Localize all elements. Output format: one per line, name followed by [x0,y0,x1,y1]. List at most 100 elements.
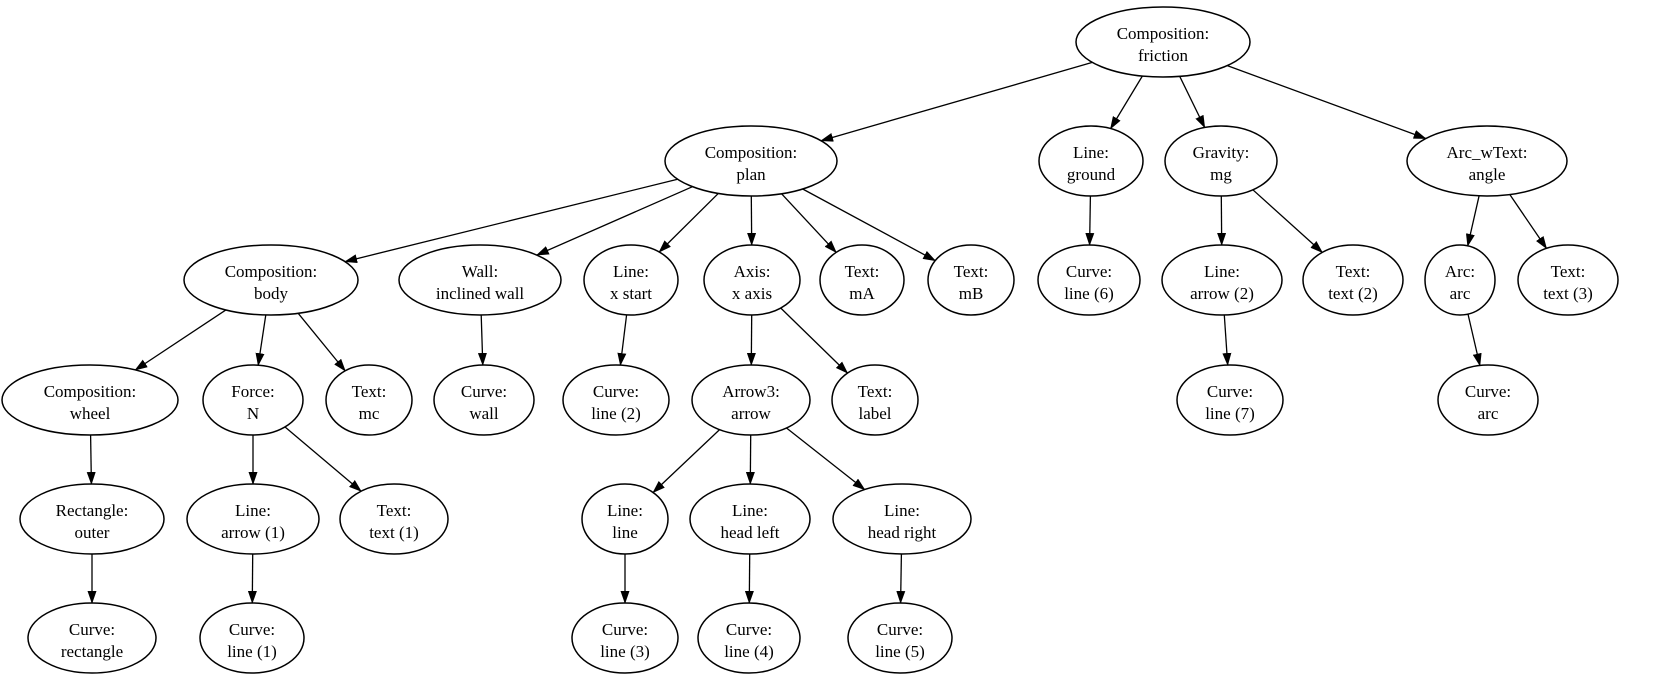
node-label-arrow-1: Line:arrow (1) [221,501,285,542]
node-ellipse-body [183,244,359,316]
node-label-friction: Composition:friction [1117,24,1210,65]
node-label-head-left: Line:head left [721,501,780,542]
node-ellipse-x-start [583,244,679,316]
node-label-force-N: Force:N [231,382,274,423]
node-ellipse-wall [433,364,535,436]
edge-angle-to-arc [1465,195,1480,247]
node-line-2: Curve:line (2) [562,364,670,436]
node-label-text-2: Text:text (2) [1328,262,1378,303]
node-ellipse-mc [325,364,413,436]
node-ellipse-text-3 [1517,244,1619,316]
edge-body-to-force-N [255,314,267,367]
edge-plan-to-mB [802,188,937,262]
node-text-1: Text:text (1) [339,483,449,555]
node-ellipse-wheel [1,364,179,436]
node-line-3: Curve:line (3) [571,602,679,674]
node-ellipse-line-7 [1176,364,1284,436]
edge-x-start-to-line-2 [617,314,628,367]
edge-arc-to-curve-arc [1467,313,1482,367]
node-label-plan: Composition:plan [705,143,798,184]
edge-friction-to-plan [820,61,1093,142]
edge-body-to-mc [297,312,346,372]
node-x-axis: Axis:x axis [703,244,801,316]
node-x-start: Line:x start [583,244,679,316]
edge-body-to-wheel [134,309,227,371]
node-ellipse-rectangle [27,602,157,674]
node-line: Line:line [581,483,669,555]
node-ellipse-arc [1424,244,1496,316]
node-label-inclined-wall: Wall:inclined wall [436,262,525,303]
node-label-line-1: Curve:line (1) [227,620,277,661]
node-ellipse-arrow-1 [186,483,320,555]
node-wheel: Composition:wheel [1,364,179,436]
node-ellipse-mB [927,244,1015,316]
node-line-4: Curve:line (4) [697,602,801,674]
node-ellipse-curve-arc [1437,364,1539,436]
edge-plan-to-inclined-wall [535,186,693,256]
node-angle: Arc_wText:angle [1406,125,1568,197]
node-ellipse-mg [1164,125,1278,197]
edge-x-axis-to-label [780,307,849,374]
node-ellipse-head-right [832,483,972,555]
node-label-head-right: Line:head right [868,501,937,542]
edge-wheel-to-outer [86,434,96,485]
node-ground: Line:ground [1038,125,1144,197]
node-label-mg: Gravity:mg [1193,143,1250,184]
edge-angle-to-text-3 [1509,194,1548,250]
node-ellipse-friction [1075,6,1251,78]
node-mg: Gravity:mg [1164,125,1278,197]
node-plan: Composition:plan [664,125,838,197]
node-outer: Rectangle:outer [19,483,165,555]
nodes-layer: Composition:frictionComposition:planLine… [1,6,1619,674]
node-body: Composition:body [183,244,359,316]
node-ellipse-line [581,483,669,555]
node-ellipse-ground [1038,125,1144,197]
edge-friction-to-angle [1227,64,1427,140]
node-curve-arc: Curve:arc [1437,364,1539,436]
node-label-ground: Line:ground [1067,143,1116,184]
node-ellipse-line-4 [697,602,801,674]
node-label-curve-arc: Curve:arc [1465,382,1511,423]
node-ellipse-head-left [689,483,811,555]
node-mA: Text:mA [819,244,905,316]
node-label-line-7: Curve:line (7) [1205,382,1255,423]
edge-inclined-wall-to-wall [477,314,487,366]
edges-layer [86,61,1548,604]
node-line-5: Curve:line (5) [847,602,953,674]
node-ellipse-force-N [202,364,304,436]
node-mB: Text:mB [927,244,1015,316]
node-ellipse-plan [664,125,838,197]
node-ellipse-label [831,364,919,436]
edge-friction-to-ground [1110,75,1143,130]
node-label-mc: Text:mc [352,382,387,423]
node-label-arrow3: Arrow3:arrow [722,382,780,423]
edge-friction-to-mg [1179,76,1206,129]
node-arrow-1: Line:arrow (1) [186,483,320,555]
edge-plan-to-x-start [658,192,719,253]
node-label-line: Line:line [607,501,643,542]
node-label-body: Composition:body [225,262,318,303]
node-arrow3: Arrow3:arrow [691,364,811,436]
edge-force-N-to-text-1 [284,426,362,492]
node-label-wall: Curve:wall [461,382,507,423]
node-ellipse-line-1 [199,602,305,674]
node-ellipse-text-1 [339,483,449,555]
edge-arrow-2-to-line-7 [1222,314,1232,366]
edge-plan-to-mA [781,193,837,254]
node-ellipse-text-2 [1302,244,1404,316]
node-label-line-3: Curve:line (3) [600,620,650,661]
edge-arrow3-to-head-right [786,427,866,491]
edge-arrow3-to-line [652,429,721,494]
node-arc: Arc:arc [1424,244,1496,316]
node-ellipse-line-6 [1037,244,1141,316]
node-label-text-1: Text:text (1) [369,501,419,542]
node-label-line-2: Curve:line (2) [591,382,641,423]
node-force-N: Force:N [202,364,304,436]
node-label-label: Text:label [858,382,893,423]
node-ellipse-line-3 [571,602,679,674]
node-ellipse-arrow-2 [1161,244,1283,316]
node-label-arrow-2: Line:arrow (2) [1190,262,1254,303]
node-ellipse-line-5 [847,602,953,674]
